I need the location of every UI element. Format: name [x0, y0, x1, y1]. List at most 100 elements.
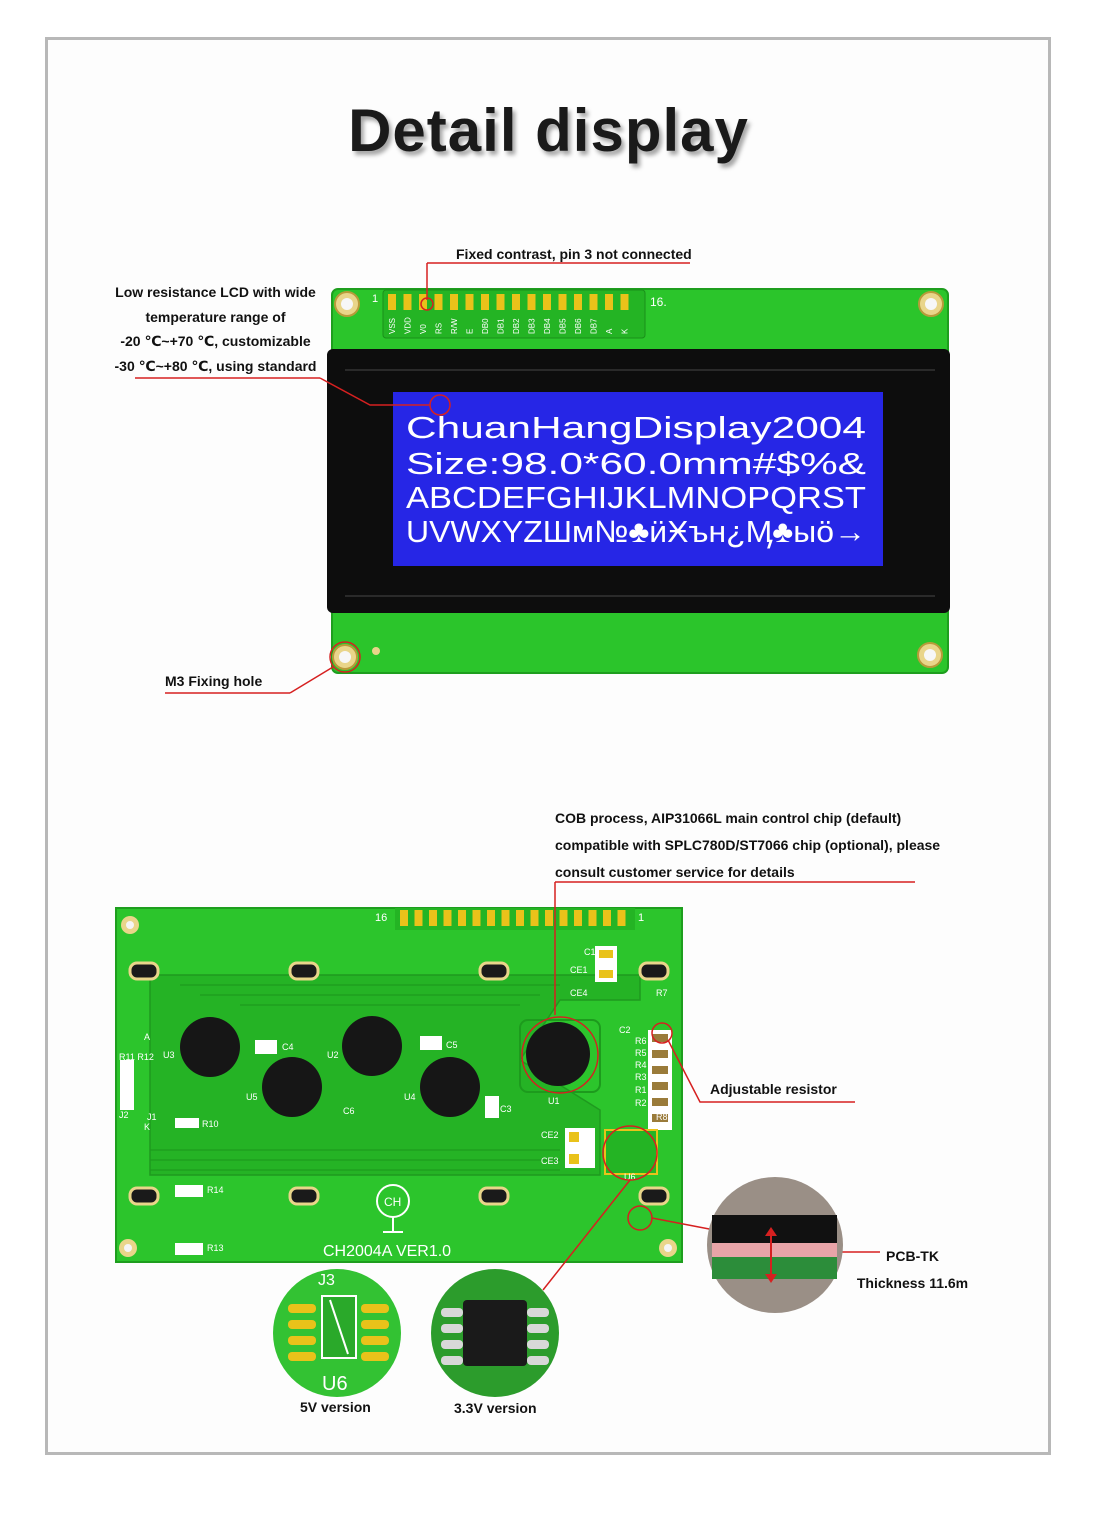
component-label: U1	[548, 1096, 560, 1106]
back-pin-pad	[443, 910, 452, 926]
5v-version-photo: J3 U6	[273, 1269, 401, 1397]
component-label: U2	[327, 1050, 339, 1060]
page-title: Detail display	[348, 97, 749, 164]
note-pcb-line: Thickness 11.6m	[856, 1275, 969, 1291]
lcd-line-3: ABCDEFGHIJKLMNOPQRST	[406, 480, 866, 515]
component-label: U4	[404, 1092, 416, 1102]
component-label: CE2	[541, 1130, 559, 1140]
front-pin-pad	[620, 294, 629, 310]
back-pin-pad	[501, 910, 510, 926]
front-pin-pad	[512, 294, 520, 310]
front-pin-label: DB7	[590, 318, 599, 334]
front-pin-pad	[496, 294, 505, 310]
back-pin-pad	[588, 910, 597, 926]
lcd-line-1: ChuanHangDisplay2004	[406, 410, 866, 445]
note-lcd-line: Low resistance LCD with wide	[115, 284, 316, 300]
component-label: C3	[500, 1104, 512, 1114]
front-pin-label: DB3	[528, 318, 537, 334]
back-pin-pad	[472, 910, 481, 926]
back-callouts	[521, 881, 915, 1291]
component-label: J2	[119, 1110, 129, 1120]
component-label: R13	[207, 1243, 224, 1253]
board-logo-text: CH	[384, 1195, 401, 1209]
component-label: R2	[635, 1098, 647, 1108]
back-pin-start: 16	[375, 912, 387, 924]
front-pin-pad	[605, 294, 613, 310]
front-pin-start: 1	[372, 293, 378, 305]
front-pin-pad	[434, 294, 443, 310]
note-pcb-line: PCB-TK	[886, 1248, 939, 1264]
component-label: R1	[635, 1085, 647, 1095]
front-pin-label: E	[466, 329, 475, 334]
front-pin-pad	[465, 294, 474, 310]
back-pin-pad	[400, 910, 408, 926]
front-pin-label: DB1	[497, 318, 506, 334]
3v3-version-photo	[431, 1269, 559, 1397]
front-pin-label: VSS	[388, 318, 397, 334]
back-mounting-slots	[128, 961, 670, 1206]
front-pin-pad	[527, 294, 536, 310]
back-pin-pads	[400, 910, 626, 926]
cob-chips	[180, 1016, 590, 1117]
note-cob-line: COB process, AIP31066L main control chip…	[555, 810, 902, 826]
pcb-thickness-photo	[707, 1177, 843, 1313]
component-label: R7	[656, 988, 668, 998]
back-pin-pad	[603, 910, 611, 926]
component-label: K	[144, 1122, 150, 1132]
back-pin-pad	[574, 910, 582, 926]
front-pin-label: DB6	[574, 318, 583, 334]
component-label: C2	[619, 1025, 631, 1035]
front-pin-label: DB4	[543, 318, 552, 334]
component-label: CE4	[570, 988, 588, 998]
front-pin-pad	[403, 294, 412, 310]
back-pin-pad	[429, 910, 437, 926]
front-pin-label: DB5	[559, 318, 568, 334]
smd-components	[120, 946, 672, 1255]
note-fixing-hole: M3 Fixing hole	[165, 673, 263, 689]
note-adjustable-resistor: Adjustable resistor	[710, 1081, 837, 1097]
note-cob-line: compatible with SPLC780D/ST7066 chip (op…	[555, 837, 941, 853]
front-callouts	[135, 262, 690, 694]
front-pin-pads	[388, 294, 629, 310]
front-pin-label: R/W	[450, 318, 459, 334]
component-label: C1	[584, 947, 596, 957]
component-label: A	[144, 1032, 150, 1042]
note-lcd-line: -30 ℃~+80 ℃, using standard	[114, 357, 317, 374]
front-pin-pad	[574, 294, 582, 310]
back-pin-pad	[545, 910, 553, 926]
note-lcd-temperature: Low resistance LCD with wide temperature…	[108, 280, 323, 378]
board-logo: CH	[376, 1184, 410, 1233]
component-label: R3	[635, 1072, 647, 1082]
component-label: C4	[282, 1042, 294, 1052]
front-pin-pad	[419, 294, 427, 310]
back-pin-pad	[414, 910, 423, 926]
component-label: CE3	[541, 1156, 559, 1166]
back-pin-pad	[559, 910, 568, 926]
component-label: U5	[246, 1092, 258, 1102]
component-label: J1	[147, 1112, 157, 1122]
5v-version-label: 5V version	[300, 1399, 371, 1415]
note-lcd-line: -20 ℃~+70 ℃, customizable	[120, 333, 311, 349]
front-pin-pad	[589, 294, 598, 310]
front-pin-pad	[543, 294, 551, 310]
front-pin-end: 16.	[650, 295, 667, 309]
note-cob-line: consult customer service for details	[555, 864, 795, 880]
front-pin-label: VDD	[404, 317, 413, 334]
3v3-version-label: 3.3V version	[454, 1400, 537, 1416]
front-pin-label: DB0	[481, 318, 490, 334]
back-pin-pad	[487, 910, 495, 926]
back-pin-pad	[617, 910, 626, 926]
back-pin-pad	[458, 910, 466, 926]
note-cob-process: COB process, AIP31066L main control chip…	[555, 805, 940, 886]
front-pin-pad	[388, 294, 396, 310]
board-label: CH2004A VER1.0	[323, 1243, 451, 1260]
lcd-line-4: UVWXYZШм№♣ӥӾън¿Ӎ♣ыö→	[406, 514, 866, 549]
component-label: U6	[624, 1172, 636, 1182]
lcd-screen	[393, 392, 883, 566]
component-label: C6	[343, 1106, 355, 1116]
component-label: R11 R12	[119, 1052, 154, 1062]
